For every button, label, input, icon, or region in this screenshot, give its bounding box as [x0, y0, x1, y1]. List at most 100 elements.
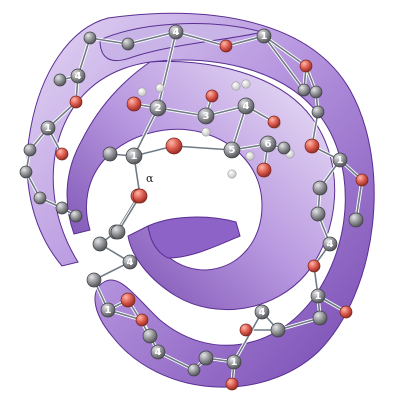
- oxygen-atom: [55, 147, 69, 161]
- atom-position-label: 4: [243, 101, 250, 112]
- oxygen-atom: [339, 305, 353, 319]
- ribbon-outer-band: [26, 12, 375, 388]
- atom-position-label: 3: [203, 111, 210, 122]
- atom-position-label: 1: [231, 357, 238, 368]
- bond: [263, 35, 307, 67]
- hydrogen-atom: [201, 127, 211, 137]
- carbon-atom: [40, 120, 56, 136]
- carbon-atom: [226, 354, 242, 370]
- carbon-atom: [83, 31, 97, 45]
- oxygen-atom: [304, 138, 320, 154]
- oxygen-atom: [132, 188, 148, 204]
- carbon-atom: [277, 141, 291, 155]
- hydrogen-atom: [231, 81, 241, 91]
- carbon-atom: [254, 304, 270, 320]
- atom-position-label: 4: [173, 27, 180, 38]
- oxygen-atom: [256, 162, 272, 178]
- oxygen-atom: [165, 137, 183, 155]
- atom-position-label: 1: [105, 305, 112, 316]
- oxygen-atom: [135, 313, 149, 327]
- hydrogen-atom: [227, 169, 237, 179]
- atom-position-label: 4: [127, 257, 134, 268]
- bond: [173, 145, 233, 151]
- bond: [133, 107, 159, 157]
- carbon-atom: [121, 37, 135, 51]
- oxygen-atom: [355, 173, 369, 187]
- atom-position-label: 6: [265, 139, 272, 150]
- carbon-atom: [187, 363, 201, 377]
- atom-position-label: 5: [229, 145, 236, 156]
- carbon-atom: [55, 201, 69, 215]
- carbon-atom: [19, 165, 33, 179]
- oxygen-atom: [267, 115, 281, 129]
- carbon-atom: [110, 224, 126, 240]
- oxygen-atom: [69, 95, 83, 109]
- oxygen-atom: [307, 259, 321, 273]
- atom-position-label: 1: [337, 155, 344, 166]
- carbon-atom: [237, 97, 255, 115]
- oxygen-atom: [299, 59, 313, 73]
- ribbon-inner-band: [66, 60, 336, 311]
- alpha-linkage-label: α: [146, 172, 154, 185]
- carbon-atom: [197, 107, 215, 125]
- oxygen-atom: [225, 377, 239, 391]
- carbon-atom: [348, 212, 364, 228]
- helical-ribbon: [26, 12, 375, 388]
- carbon-atom: [311, 105, 325, 119]
- bond: [263, 35, 305, 91]
- oxygen-atom: [126, 96, 142, 112]
- hydrogen-atom: [241, 79, 251, 89]
- oxygen-atom: [120, 292, 136, 308]
- carbon-atom: [312, 180, 328, 196]
- carbon-atom: [122, 254, 138, 270]
- atom-position-label: 1: [261, 31, 268, 42]
- hydrogen-atom: [155, 83, 165, 93]
- atom-position-label: 2: [155, 103, 162, 114]
- carbon-atom: [310, 206, 326, 222]
- carbon-atom: [168, 24, 184, 40]
- atom-position-label: 1: [315, 291, 322, 302]
- carbon-atom: [310, 288, 326, 304]
- ribbon-inner-tail: [147, 216, 241, 259]
- oxygen-atom: [239, 323, 253, 337]
- hydrogen-atom: [137, 87, 147, 97]
- bond: [89, 37, 129, 45]
- carbon-atom: [100, 302, 116, 318]
- atom-position-label: 4: [75, 71, 82, 82]
- carbon-atom: [53, 73, 67, 87]
- oxygen-atom: [219, 39, 233, 53]
- carbon-atom: [223, 141, 241, 159]
- bond: [127, 31, 177, 45]
- bond: [157, 31, 177, 109]
- carbon-atom: [70, 68, 86, 84]
- carbon-atom: [297, 83, 311, 97]
- carbon-atom: [150, 344, 166, 360]
- carbon-atom: [86, 272, 102, 288]
- atom-position-label: 4: [259, 307, 266, 318]
- carbon-atom: [198, 350, 214, 366]
- carbon-atom: [102, 146, 118, 162]
- oxygen-atom: [205, 89, 219, 103]
- hydrogen-atom: [245, 151, 255, 161]
- carbon-atom: [149, 99, 167, 117]
- atom-position-label: 1: [45, 123, 52, 134]
- atom-position-label: 1: [131, 151, 138, 162]
- carbon-atom: [332, 152, 348, 168]
- carbon-atom: [309, 85, 323, 99]
- ribbon-top-fold: [99, 23, 264, 62]
- carbon-atom: [69, 209, 83, 223]
- bond: [233, 311, 263, 363]
- atom-layer: [19, 24, 369, 391]
- carbon-atom: [142, 328, 158, 344]
- carbon-atom: [259, 135, 277, 153]
- carbon-atom: [33, 191, 47, 205]
- bond: [175, 31, 227, 47]
- carbon-atom: [270, 322, 286, 338]
- carbon-atom: [92, 236, 108, 252]
- atom-position-label: 4: [155, 347, 162, 358]
- carbon-atom: [256, 28, 272, 44]
- carbon-atom: [23, 143, 37, 157]
